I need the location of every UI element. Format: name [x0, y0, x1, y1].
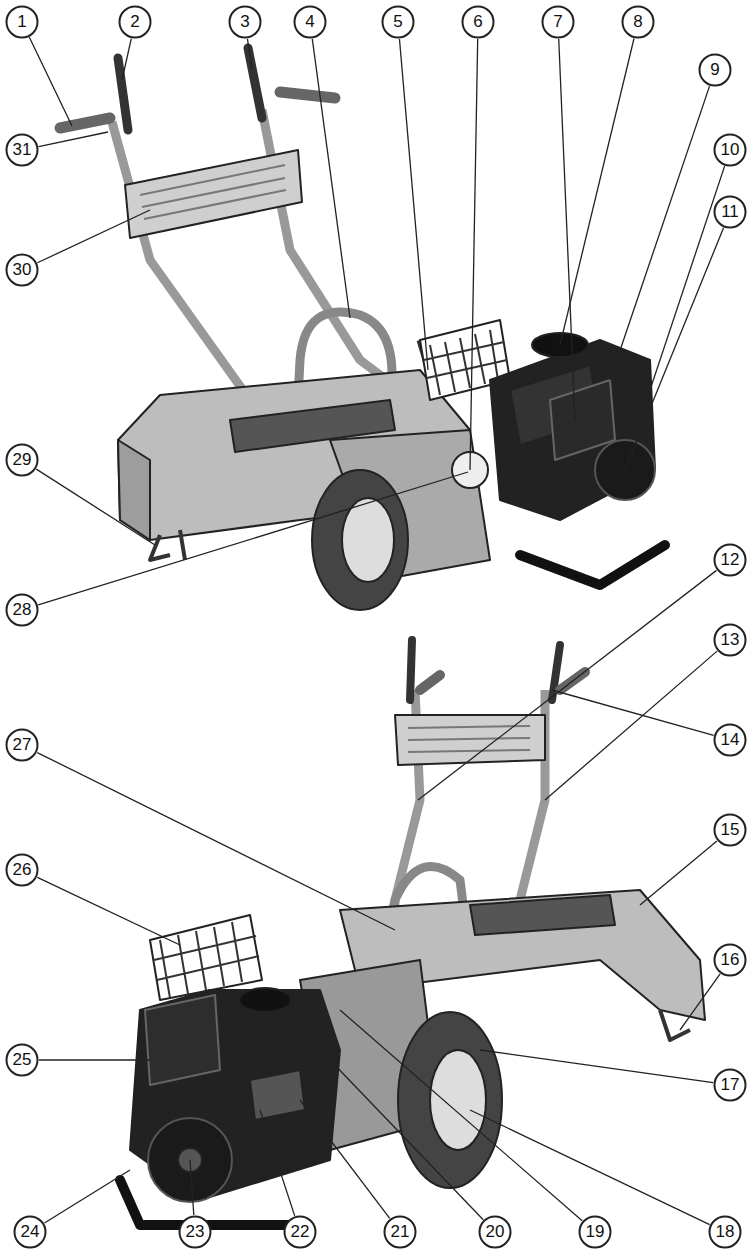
leader-line: [260, 1110, 295, 1216]
callout-circle: 31: [5, 133, 39, 167]
callout-number: 6: [461, 5, 495, 39]
callout-circle: 21: [383, 1215, 417, 1249]
callout-number: 26: [5, 853, 39, 887]
leader-line: [330, 1060, 483, 1220]
callout-number: 18: [708, 1215, 742, 1249]
callout-circle: 12: [713, 543, 747, 577]
leader-line: [399, 39, 428, 370]
callout-number: 14: [713, 723, 747, 757]
callout-circle: 20: [478, 1215, 512, 1249]
leader-line: [560, 39, 634, 345]
callout-number: 23: [178, 1215, 212, 1249]
callout-circle: 29: [5, 443, 39, 477]
callout-circle: 17: [713, 1068, 747, 1102]
callout-circle: 27: [5, 728, 39, 762]
callout-number: 2: [118, 5, 152, 39]
callout-number: 27: [5, 728, 39, 762]
leader-line: [37, 210, 150, 263]
leader-line: [545, 651, 717, 800]
leader-line: [559, 39, 575, 420]
callout-circle: 23: [178, 1215, 212, 1249]
leader-line: [37, 877, 180, 945]
callout-circle: 30: [5, 253, 39, 287]
leader-line: [418, 570, 717, 800]
leader-line: [340, 1010, 582, 1221]
leader-lines: [29, 37, 724, 1224]
callout-number: 7: [541, 5, 575, 39]
leader-line: [247, 39, 252, 70]
callout-number: 10: [713, 133, 747, 167]
callout-number: 31: [5, 133, 39, 167]
callout-circle: 24: [13, 1215, 47, 1249]
leader-line: [36, 469, 155, 545]
leader-line: [29, 37, 72, 126]
callout-number: 30: [5, 253, 39, 287]
leader-line: [39, 1059, 150, 1060]
leader-line: [122, 39, 131, 80]
leader-line: [312, 39, 350, 318]
leader-line: [470, 39, 478, 470]
callout-number: 21: [383, 1215, 417, 1249]
leader-line: [625, 228, 724, 470]
callout-circle: 13: [713, 623, 747, 657]
callout-number: 11: [713, 195, 747, 229]
leader-line: [480, 1050, 713, 1083]
callout-circle: 22: [283, 1215, 317, 1249]
callout-circle: 3: [228, 5, 262, 39]
callout-number: 16: [713, 943, 747, 977]
callout-circle: 15: [713, 813, 747, 847]
callout-circle: 16: [713, 943, 747, 977]
callout-number: 25: [5, 1043, 39, 1077]
callout-circle: 9: [698, 53, 732, 87]
callout-circle: 7: [541, 5, 575, 39]
callout-number: 22: [283, 1215, 317, 1249]
callout-number: 9: [698, 53, 732, 87]
callout-circle: 18: [708, 1215, 742, 1249]
callout-number: 12: [713, 543, 747, 577]
callout-circle: 1: [5, 5, 39, 39]
callout-circle: 6: [461, 5, 495, 39]
leader-line: [610, 86, 710, 380]
callout-circle: 5: [381, 5, 415, 39]
callout-number: 13: [713, 623, 747, 657]
callout-number: 28: [5, 593, 39, 627]
callout-number: 5: [381, 5, 415, 39]
callout-number: 3: [228, 5, 262, 39]
callout-number: 8: [621, 5, 655, 39]
callout-circle: 10: [713, 133, 747, 167]
callout-number: 15: [713, 813, 747, 847]
callout-number: 20: [478, 1215, 512, 1249]
callout-number: 19: [578, 1215, 612, 1249]
leader-line: [470, 1110, 710, 1225]
callout-number: 4: [293, 5, 327, 39]
callout-circle: 11: [713, 195, 747, 229]
leader-line: [680, 974, 720, 1030]
callout-number: 29: [5, 443, 39, 477]
leader-line: [552, 690, 714, 735]
callout-number: 24: [13, 1215, 47, 1249]
tiller-rear-view: [120, 640, 705, 1225]
callout-circle: 4: [293, 5, 327, 39]
tiller-top-view: [60, 48, 665, 610]
callout-circle: 26: [5, 853, 39, 887]
leader-line: [39, 132, 108, 147]
callout-circle: 2: [118, 5, 152, 39]
callout-number: 1: [5, 5, 39, 39]
callout-circle: 14: [713, 723, 747, 757]
leader-line: [640, 166, 725, 420]
leader-line: [300, 1100, 390, 1218]
leader-line: [38, 472, 468, 605]
leader-line: [640, 841, 717, 905]
callout-circle: 28: [5, 593, 39, 627]
leader-line: [190, 1160, 194, 1215]
callout-circle: 19: [578, 1215, 612, 1249]
callout-circle: 25: [5, 1043, 39, 1077]
callout-circle: 8: [621, 5, 655, 39]
leader-line: [44, 1170, 130, 1223]
callout-number: 17: [713, 1068, 747, 1102]
